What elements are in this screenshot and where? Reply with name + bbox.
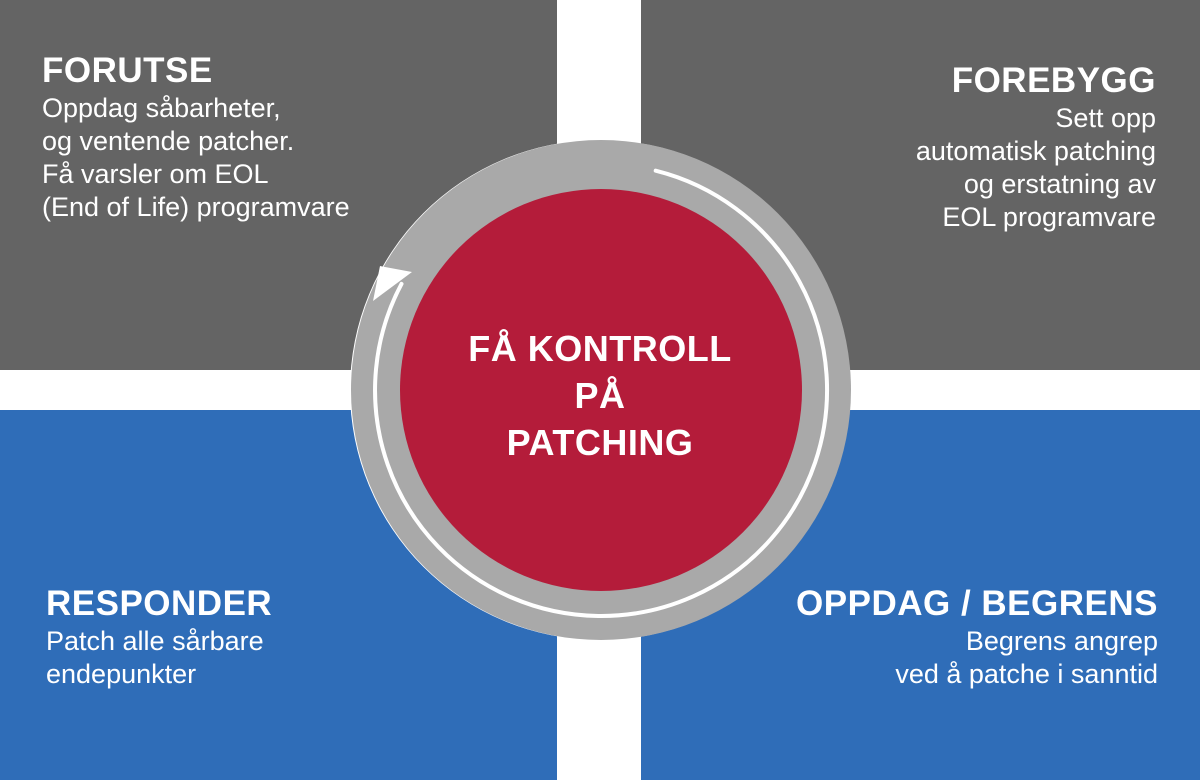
quadrant-forutse-text: Oppdag såbarheter, og ventende patcher. …	[42, 92, 350, 224]
quadrant-oppdag-begrens-line: ved å patche i sanntid	[895, 659, 1158, 689]
quadrant-forebygg: FOREBYGG Sett opp automatisk patching og…	[916, 60, 1156, 234]
quadrant-oppdag-begrens-title: OPPDAG / BEGRENS	[796, 584, 1158, 623]
quadrant-oppdag-begrens-text: Begrens angrep ved å patche i sanntid	[796, 625, 1158, 691]
quadrant-oppdag-begrens: OPPDAG / BEGRENS Begrens angrep ved å pa…	[796, 583, 1158, 691]
quadrant-forebygg-line: EOL programvare	[942, 202, 1156, 232]
cycle-arrow-path	[373, 168, 830, 618]
quadrant-forutse-line: (End of Life) programvare	[42, 192, 350, 222]
center-title-line: FÅ KONTROLL	[468, 328, 732, 369]
quadrant-responder: RESPONDER Patch alle sårbare endepunkter	[46, 583, 272, 691]
quadrant-forutse-line: Oppdag såbarheter,	[42, 93, 281, 123]
center-circle	[400, 189, 802, 591]
quadrant-forutse-line: og ventende patcher.	[42, 126, 295, 156]
quadrant-forutse-title: FORUTSE	[42, 51, 213, 90]
center-title-line: PÅ	[574, 375, 626, 416]
quadrant-oppdag-begrens-line: Begrens angrep	[965, 626, 1158, 656]
quadrant-responder-title: RESPONDER	[46, 584, 273, 623]
quadrant-forutse: FORUTSE Oppdag såbarheter, og ventende p…	[42, 50, 350, 224]
center-title-line: PATCHING	[506, 422, 694, 463]
quadrant-forebygg-text: Sett opp automatisk patching og erstatni…	[916, 102, 1156, 234]
quadrant-forebygg-line: og erstatning av	[963, 169, 1156, 199]
quadrant-responder-text: Patch alle sårbare endepunkter	[46, 625, 272, 691]
quadrant-forutse-line: Få varsler om EOL	[42, 159, 269, 189]
quadrant-forebygg-title: FOREBYGG	[951, 61, 1156, 100]
quadrant-responder-line: Patch alle sårbare	[46, 626, 264, 656]
center-title: FÅ KONTROLL PÅ PATCHING	[400, 325, 800, 466]
quadrant-responder-line: endepunkter	[46, 659, 197, 689]
quadrant-forebygg-line: automatisk patching	[915, 136, 1156, 166]
quadrant-forebygg-line: Sett opp	[1055, 103, 1156, 133]
cycle-arrowhead-icon	[373, 266, 412, 301]
